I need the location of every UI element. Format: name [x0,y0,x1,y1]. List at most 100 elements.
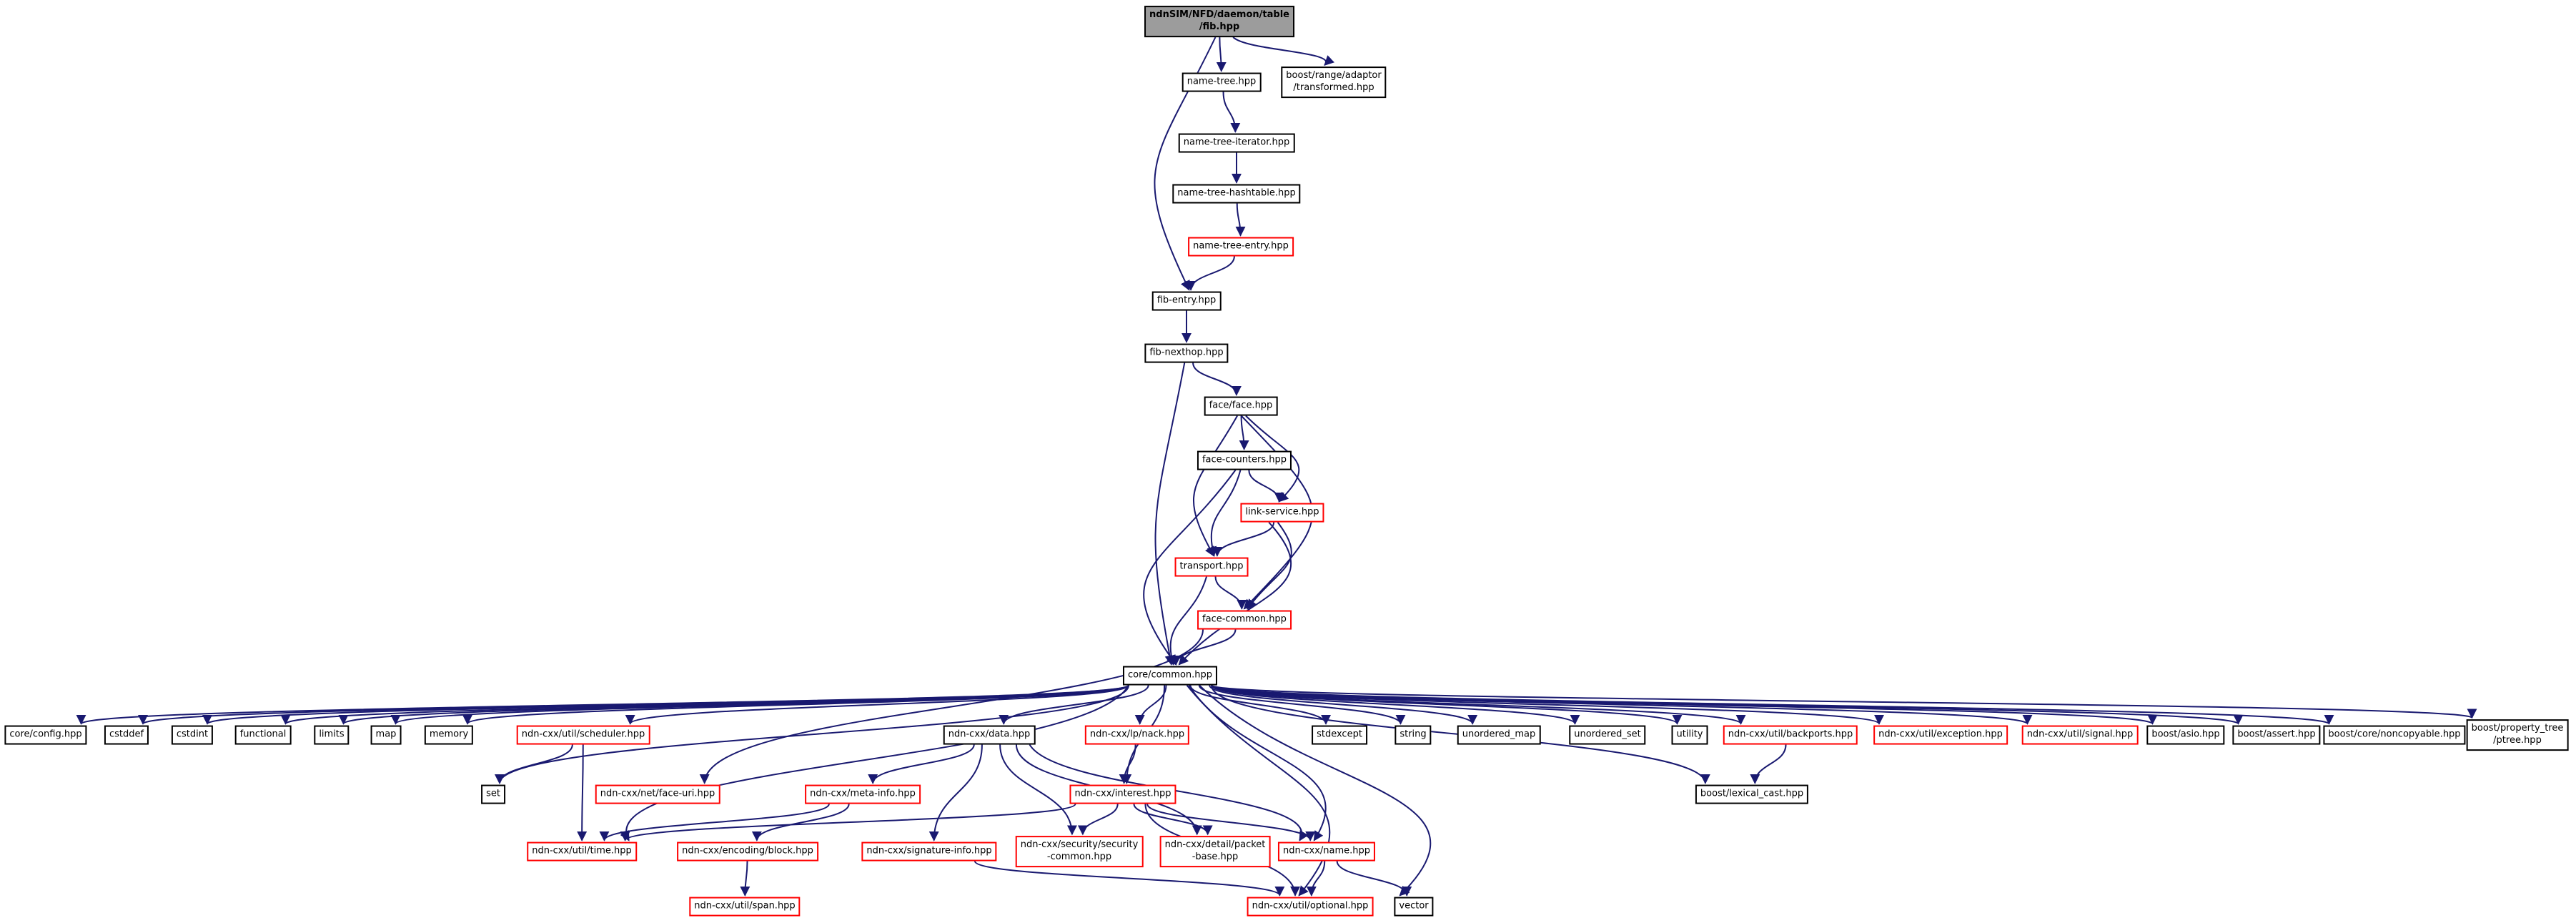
graph-node-span[interactable]: ndn-cxx/util/span.hpp [689,897,801,917]
graph-node-stdexcept[interactable]: stdexcept [1312,725,1367,745]
graph-node-packet-base[interactable]: ndn-cxx/detail/packet-base.hpp [1159,836,1271,867]
edge-fib-root--transformed [1232,36,1335,66]
edge-link-service--core-common [1178,521,1292,666]
edge-core-common--limits [339,684,1129,725]
edge-data--meta-info [868,744,975,784]
graph-node-face-common[interactable]: face-common.hpp [1197,610,1292,630]
edge-face-face--transport [1192,415,1238,557]
edge-face-counters--link-service [1248,470,1284,503]
graph-node-face-uri[interactable]: ndn-cxx/net/face-uri.hpp [595,784,720,804]
graph-node-noncopyable[interactable]: boost/core/noncopyable.hpp [2323,725,2466,745]
edge-data--security-common [999,744,1077,836]
edge-meta-info--block [751,804,850,841]
graph-node-name-tree[interactable]: name-tree.hpp [1182,72,1262,92]
graph-node-functional[interactable]: functional [234,725,292,745]
graph-node-fib-root[interactable]: ndnSIM/NFD/daemon/table/fib.hpp [1144,6,1294,37]
edge-core-common--utility [1211,684,1683,725]
graph-node-map[interactable]: map [370,725,402,745]
graph-node-string[interactable]: string [1394,725,1432,745]
edge-face-face--face-counters [1239,415,1249,450]
edge-name-tree-hashtable--name-tree-entry [1235,203,1246,237]
graph-node-interest[interactable]: ndn-cxx/interest.hpp [1069,784,1176,804]
edge-transport--face-common [1214,576,1247,610]
edge-core-common--nack [1134,685,1167,725]
edge-interest--name [1146,804,1316,841]
graph-node-transport[interactable]: transport.hpp [1174,557,1249,577]
graph-node-vector[interactable]: vector [1394,897,1434,917]
graph-node-meta-info[interactable]: ndn-cxx/meta-info.hpp [805,784,921,804]
graph-node-name-tree-iterator[interactable]: name-tree-iterator.hpp [1178,133,1295,153]
edge-meta-info--time [599,804,830,841]
graph-node-scheduler[interactable]: ndn-cxx/util/scheduler.hpp [516,725,650,745]
graph-node-unordered-map[interactable]: unordered_map [1457,725,1541,745]
graph-node-name[interactable]: ndn-cxx/name.hpp [1277,841,1376,862]
graph-node-fib-nexthop[interactable]: fib-nexthop.hpp [1144,343,1229,363]
edge-core-common--string [1198,685,1406,725]
graph-node-fib-entry[interactable]: fib-entry.hpp [1151,291,1222,311]
graph-node-core-common[interactable]: core/common.hpp [1122,666,1218,686]
edge-backports--lexical-cast [1750,744,1787,784]
graph-node-cstdint[interactable]: cstdint [171,725,214,745]
graph-node-backports[interactable]: ndn-cxx/util/backports.hpp [1723,725,1858,745]
edge-core-common--memory [462,684,1129,725]
edge-name--optional [1306,861,1326,897]
graph-node-signal[interactable]: ndn-cxx/util/signal.hpp [2021,725,2139,745]
graph-node-transformed[interactable]: boost/range/adaptor/transformed.hpp [1281,66,1387,98]
edge-core-common--boost-asio [1211,684,2157,725]
graph-node-nack[interactable]: ndn-cxx/lp/nack.hpp [1084,725,1190,745]
edge-core-common--backports [1211,684,1746,725]
edge-scheduler--time [577,744,588,841]
edge-core-common--exception [1211,684,1884,725]
graph-node-boost-assert[interactable]: boost/assert.hpp [2232,725,2321,745]
edge-core-common--boost-assert [1211,684,2243,725]
graph-node-data[interactable]: ndn-cxx/data.hpp [943,725,1036,745]
edge-core-common--noncopyable [1211,684,2334,725]
graph-node-security-common[interactable]: ndn-cxx/security/security-common.hpp [1015,836,1144,867]
edge-scheduler--set [495,744,573,784]
graph-node-exception[interactable]: ndn-cxx/util/exception.hpp [1873,725,2008,745]
graph-node-name-tree-hashtable[interactable]: name-tree-hashtable.hpp [1172,184,1301,204]
graph-node-lexical-cast[interactable]: boost/lexical_cast.hpp [1695,784,1809,804]
edge-data--signature-info [928,744,983,841]
edge-core-common--functional [281,684,1129,725]
edge-face-counters--transport [1207,470,1242,557]
graph-node-utility[interactable]: utility [1671,725,1708,745]
graph-node-memory[interactable]: memory [424,725,474,745]
graph-node-set[interactable]: set [481,784,505,804]
edge-core-common--cstdint [202,684,1129,725]
edge-core-common--unordered-map [1209,685,1478,725]
graph-node-ptree[interactable]: boost/property_tree/ptree.hpp [2466,719,2569,751]
edge-face-common--face-uri [699,629,1204,784]
edge-core-common--cstddef [138,684,1129,725]
edge-interest--security-common [1077,804,1119,836]
edge-core-common--signal [1211,684,2032,725]
graph-node-limits[interactable]: limits [314,725,350,745]
graph-node-unordered-set[interactable]: unordered_set [1569,725,1646,745]
edge-name-tree--name-tree-iterator [1222,92,1241,133]
graph-node-face-face[interactable]: face/face.hpp [1204,396,1278,416]
edge-core-common--data [999,685,1149,725]
graph-node-core-config[interactable]: core/config.hpp [4,725,87,745]
graph-node-optional[interactable]: ndn-cxx/util/optional.hpp [1247,897,1374,917]
edge-core-common--map [390,684,1129,725]
graph-node-name-tree-entry[interactable]: name-tree-entry.hpp [1188,237,1294,257]
edge-core-common--stdexcept [1189,685,1331,725]
graph-node-cstddef[interactable]: cstddef [104,725,149,745]
graph-node-time[interactable]: ndn-cxx/util/time.hpp [527,841,637,862]
edge-name-tree-entry--fib-entry [1186,256,1235,291]
graph-node-signature-info[interactable]: ndn-cxx/signature-info.hpp [861,841,997,862]
graph-node-face-counters[interactable]: face-counters.hpp [1197,450,1292,470]
edge-nack--interest [1119,744,1136,784]
edge-link-service--face-common [1247,521,1292,610]
edge-fib-nexthop--core-common [1154,362,1186,666]
graph-node-block[interactable]: ndn-cxx/encoding/block.hpp [677,841,818,862]
edge-core-common--ptree [1211,684,2477,719]
edge-name--vector [1336,861,1412,897]
graph-node-link-service[interactable]: link-service.hpp [1240,503,1324,523]
edge-block--span [740,861,750,897]
graph-node-boost-asio[interactable]: boost/asio.hpp [2146,725,2225,745]
edge-fib-root--name-tree [1216,36,1227,72]
edge-core-common--name [1188,684,1327,841]
edge-interest--time [620,803,1076,841]
edge-interest--packet-base [1133,804,1213,836]
